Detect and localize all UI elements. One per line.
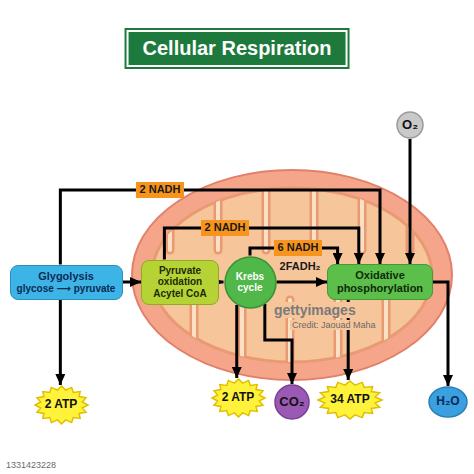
node-text: glycose ⟶ pyruvate: [17, 283, 116, 295]
process-box: Oxidative phosphorylation: [327, 264, 433, 300]
node-heading: Oxidative phosphorylation: [334, 269, 426, 294]
node-heading: H₂O: [436, 395, 459, 409]
edge-label: 6 NADH: [274, 240, 323, 255]
node-heading: CO₂: [279, 395, 304, 410]
arrow-connector: [409, 139, 412, 264]
output-ellipse: H₂O: [428, 386, 468, 418]
watermark-text: 1331423228: [4, 460, 58, 470]
process-box: Glygolysisglycose ⟶ pyruvate: [10, 265, 123, 300]
node-heading: Glygolysis: [17, 270, 116, 283]
title-banner: Cellular Respiration: [127, 30, 348, 67]
cycle-circle: Krebs cycle: [224, 256, 277, 309]
output-circle: CO₂: [274, 384, 310, 420]
node-heading: O₂: [402, 118, 418, 133]
arrow-connector: [60, 190, 380, 265]
edge-label: 2 NADH: [201, 220, 250, 235]
node-heading: Pyruvate oxidation: [148, 265, 212, 288]
arrow-connector: [347, 300, 350, 380]
output-star: 34 ATP: [317, 380, 383, 420]
input-circle: O₂: [396, 111, 424, 139]
arrow-connector: [59, 300, 62, 386]
process-box: Pyruvate oxidationAcytel CoA: [141, 260, 219, 305]
node-text: Acytel CoA: [148, 288, 212, 300]
output-star: 2 ATP: [211, 378, 266, 418]
node-heading: 2 ATP: [45, 398, 78, 412]
edge-label: 2FADH₂: [278, 260, 323, 273]
node-heading: 34 ATP: [330, 393, 369, 407]
node-heading: 2 ATP: [222, 391, 255, 405]
arrow-connector: [235, 305, 238, 378]
node-heading: Krebs cycle: [230, 271, 270, 294]
arrow-connector: [433, 282, 448, 386]
arrow-connector: [277, 281, 328, 284]
watermark-text: Credit: Jaouad Maha: [290, 320, 378, 330]
watermark-text: gettyimages: [272, 302, 358, 318]
edge-label: 2 NADH: [136, 182, 185, 197]
arrow-connector: [219, 281, 224, 284]
arrow-connector: [123, 281, 142, 284]
output-star: 2 ATP: [34, 385, 89, 425]
arrow-connector: [265, 304, 292, 384]
